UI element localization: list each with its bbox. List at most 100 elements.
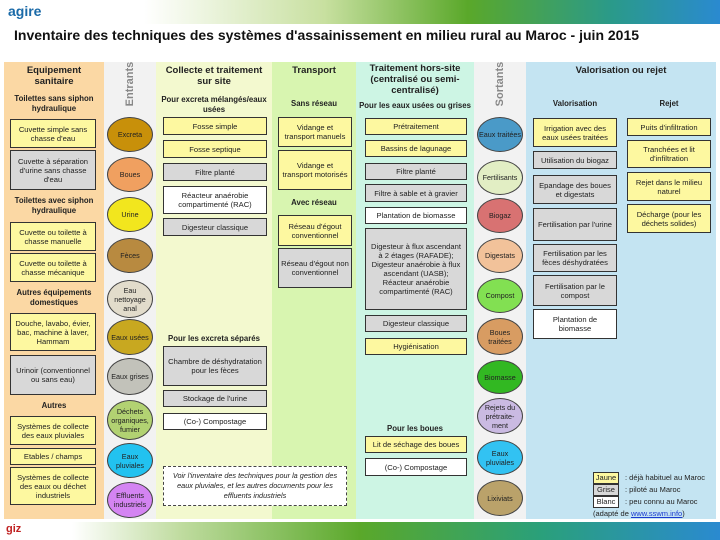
technique-box: Urinoir (conventionnel ou sans eau) [10, 355, 96, 395]
section-heading: Sans réseau [291, 99, 337, 108]
legend-desc: : peu connu au Maroc [625, 497, 698, 506]
product-ellipse: Eaux traitées [477, 117, 523, 152]
technique-box: (Co-) Compostage [365, 458, 467, 476]
footer-banner [0, 522, 720, 540]
technique-box: Cuvette ou toilette à chasse manuelle [10, 222, 96, 251]
header-traitement: Traitement hors-site (centralisé ou semi… [369, 63, 461, 96]
legend: Jaune : déjà habituel au Maroc Grise : pil… [593, 472, 705, 508]
technique-box: Décharge (pour les déchets solides) [627, 204, 711, 233]
technique-box: Filtre à sable et à gravier [365, 184, 467, 202]
technique-box: Fertilisation par l'urine [533, 208, 617, 241]
section-heading: Toilettes sans siphon hydraulique [14, 94, 94, 113]
product-ellipse: Excreta [107, 117, 153, 152]
technique-box: Etables / champs [10, 448, 96, 465]
technique-box: Vidange et transport manuels [278, 117, 352, 147]
technique-box: (Co-) Compostage [163, 413, 267, 430]
product-ellipse: Lixiviats [477, 480, 523, 516]
technique-box: Systèmes de collecte des eaux pluviales [10, 416, 96, 445]
technique-box: Réseau d'égout non conventionnel [278, 248, 352, 288]
technique-box: Cuvette simple sans chasse d'eau [10, 119, 96, 148]
note-box: Voir l'inventaire des techniques pour la… [163, 466, 347, 506]
section-heading: Pour les boues [387, 424, 443, 433]
column-collecte [156, 62, 272, 519]
technique-box: Puits d'infiltration [627, 118, 711, 136]
header-entrants: Entrants [124, 61, 136, 107]
technique-box: Epandage des boues et digestats [533, 175, 617, 204]
legend-item-blanc: Blanc : peu connu au Maroc [593, 496, 705, 508]
product-ellipse: Rejets du prétraite-ment [477, 398, 523, 434]
source-note: (adapté de www.sswm.info) [593, 509, 685, 519]
technique-box: Cuvette ou toilette à chasse mécanique [10, 253, 96, 282]
technique-box: Prétraitement [365, 118, 467, 135]
technique-box: Douche, lavabo, évier, bac, machine à la… [10, 313, 96, 351]
technique-box: Lit de séchage des boues [365, 436, 467, 453]
header-transport: Transport [292, 65, 336, 76]
product-ellipse: Biomasse [477, 360, 523, 394]
technique-box: Réacteur anaérobie compartimenté (RAC) [163, 186, 267, 214]
technique-box: Fosse simple [163, 117, 267, 135]
section-heading: Valorisation [552, 99, 598, 108]
technique-box: Filtre planté [163, 163, 267, 181]
legend-desc: : piloté au Maroc [625, 485, 681, 494]
page-title: Inventaire des techniques des systèmes d… [14, 27, 640, 43]
header-equipement: Equipement sanitaire [26, 65, 82, 87]
technique-box: Tranchées et lit d'infiltration [627, 140, 711, 168]
technique-box: Fosse septique [163, 140, 267, 158]
source-link[interactable]: www.sswm.info [630, 509, 683, 518]
technique-box: Digesteur à flux ascendant à 2 étages (R… [365, 228, 467, 310]
technique-box: Digesteur classique [365, 315, 467, 332]
product-ellipse: Fèces [107, 238, 153, 273]
product-ellipse: Urine [107, 197, 153, 232]
product-ellipse: Compost [477, 278, 523, 313]
technique-box: Bassins de lagunage [365, 140, 467, 157]
section-heading: Rejet [659, 99, 679, 108]
technique-box: Hygiénisation [365, 338, 467, 355]
technique-box: Vidange et transport motorisés [278, 150, 352, 190]
top-banner [0, 0, 720, 24]
product-ellipse: Eaux usées [107, 319, 153, 355]
product-ellipse: Biogaz [477, 198, 523, 233]
technique-box: Fertilisation par les fèces déshydratées [533, 244, 617, 272]
technique-box: Cuvette à séparation d'urine sans chasse… [10, 150, 96, 190]
header-sortants: Sortants [494, 61, 506, 107]
source-prefix: (adapté de [593, 509, 631, 518]
legend-item-jaune: Jaune : déjà habituel au Maroc [593, 472, 705, 484]
product-ellipse: Fertilisants [477, 160, 523, 195]
section-heading: Pour les excreta séparés [168, 334, 260, 343]
section-heading: Autres [41, 401, 67, 410]
giz-logo: giz [6, 523, 22, 535]
section-heading: Pour excreta mélangés/eaux usées [161, 95, 267, 114]
technique-box: Digesteur classique [163, 218, 267, 236]
legend-swatch: Jaune [593, 472, 619, 484]
section-heading: Pour les eaux usées ou grises [359, 101, 471, 110]
section-heading: Autres équipements domestiques [16, 288, 92, 307]
agire-logo: agire [8, 3, 42, 19]
product-ellipse: Eaux pluviales [477, 440, 523, 475]
source-suffix: ) [682, 509, 685, 518]
technique-box: Plantation de biomasse [365, 207, 467, 224]
technique-box: Stockage de l'urine [163, 390, 267, 407]
legend-item-grise: Grise : piloté au Maroc [593, 484, 705, 496]
technique-box: Rejet dans le milieu naturel [627, 172, 711, 201]
technique-box: Plantation de biomasse [533, 309, 617, 339]
product-ellipse: Déchets organiques, fumier [107, 400, 153, 440]
legend-swatch: Grise [593, 484, 619, 496]
section-heading: Toilettes avec siphon hydraulique [14, 196, 94, 215]
product-ellipse: Effluents industriels [107, 482, 153, 518]
product-ellipse: Eaux grises [107, 358, 153, 395]
product-ellipse: Digestats [477, 238, 523, 273]
legend-swatch: Blanc [593, 496, 619, 508]
section-heading: Avec réseau [291, 198, 337, 207]
header-valorisation: Valorisation ou rejet [575, 65, 667, 76]
technique-box: Utilisation du biogaz [533, 151, 617, 169]
technique-box: Systèmes de collecte des eaux ou déchet … [10, 467, 96, 505]
technique-box: Réseau d'égout conventionnel [278, 215, 352, 246]
product-ellipse: Boues traitées [477, 318, 523, 355]
technique-box: Fertilisation par le compost [533, 275, 617, 306]
product-ellipse: Eau nettoyage anal [107, 280, 153, 318]
legend-desc: : déjà habituel au Maroc [625, 473, 706, 482]
header-collecte: Collecte et traitement sur site [165, 65, 263, 87]
product-ellipse: Boues [107, 157, 153, 192]
technique-box: Filtre planté [365, 163, 467, 180]
product-ellipse: Eaux pluviales [107, 443, 153, 478]
